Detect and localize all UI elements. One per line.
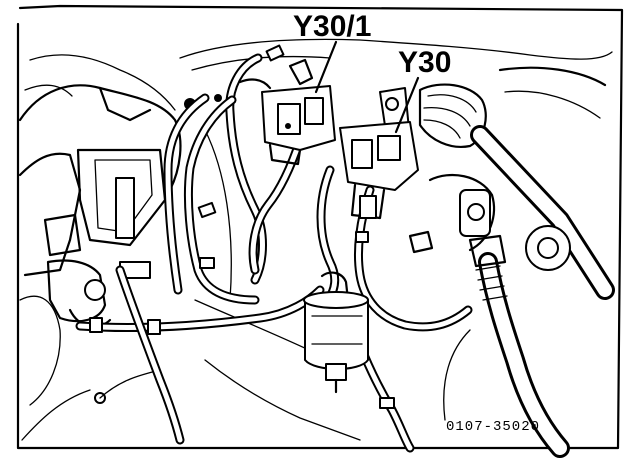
valve-y30-1 <box>238 58 336 166</box>
vacuum-lines <box>75 53 473 453</box>
right-fittings <box>408 173 571 271</box>
hose-clips <box>89 44 395 409</box>
label-y30-1: Y30/1 <box>293 10 371 43</box>
figure-code: 0107-35020 <box>446 419 540 435</box>
corrugated-hose <box>443 234 570 458</box>
leader-y30 <box>394 76 420 134</box>
label-y30: Y30 <box>398 46 451 79</box>
engine-bracket <box>115 177 135 239</box>
filter-canister <box>303 271 369 394</box>
drive-shaft <box>418 66 615 300</box>
valve-y30 <box>339 87 419 220</box>
frame-border <box>16 4 624 450</box>
leader-y30-1 <box>314 40 338 94</box>
engine-block <box>18 54 222 441</box>
